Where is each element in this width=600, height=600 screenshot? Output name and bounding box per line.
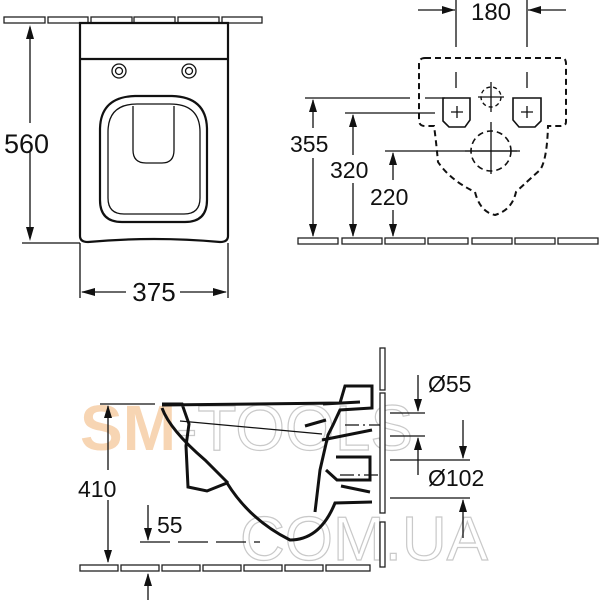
dim-220-label: 220	[370, 184, 408, 210]
top-view: 560 375	[3, 16, 263, 307]
dim-355-label: 355	[290, 131, 328, 157]
watermark-sm: SM	[80, 392, 176, 464]
dim-inlet-diameter-label: Ø55	[428, 371, 471, 397]
fixing-bracket-left	[442, 97, 471, 128]
wall-side	[379, 347, 386, 568]
side-view: 410 55 Ø55 Ø102	[78, 347, 484, 600]
rear-outline-dashed	[418, 57, 567, 217]
floor-tiles-side	[79, 564, 371, 572]
dim-320-label: 320	[330, 157, 368, 183]
dim-560-label: 560	[4, 129, 49, 159]
rear-view: 180 355 320 220	[290, 0, 599, 245]
dim-55-label: 55	[157, 512, 183, 538]
dim-180-label: 180	[471, 0, 511, 26]
toilet-top-outline	[78, 21, 230, 244]
toilet-side-outline	[160, 384, 374, 542]
dim-410-label: 410	[78, 476, 116, 502]
fixing-holes	[111, 63, 197, 79]
watermark-domain: COM.UA	[240, 505, 489, 574]
wall-tiles-rear	[297, 237, 599, 245]
seat-outline	[98, 94, 209, 224]
dim-outlet-diameter-label: Ø102	[428, 465, 484, 491]
dim-375-label: 375	[132, 277, 175, 307]
fixing-bracket-right	[512, 97, 542, 128]
